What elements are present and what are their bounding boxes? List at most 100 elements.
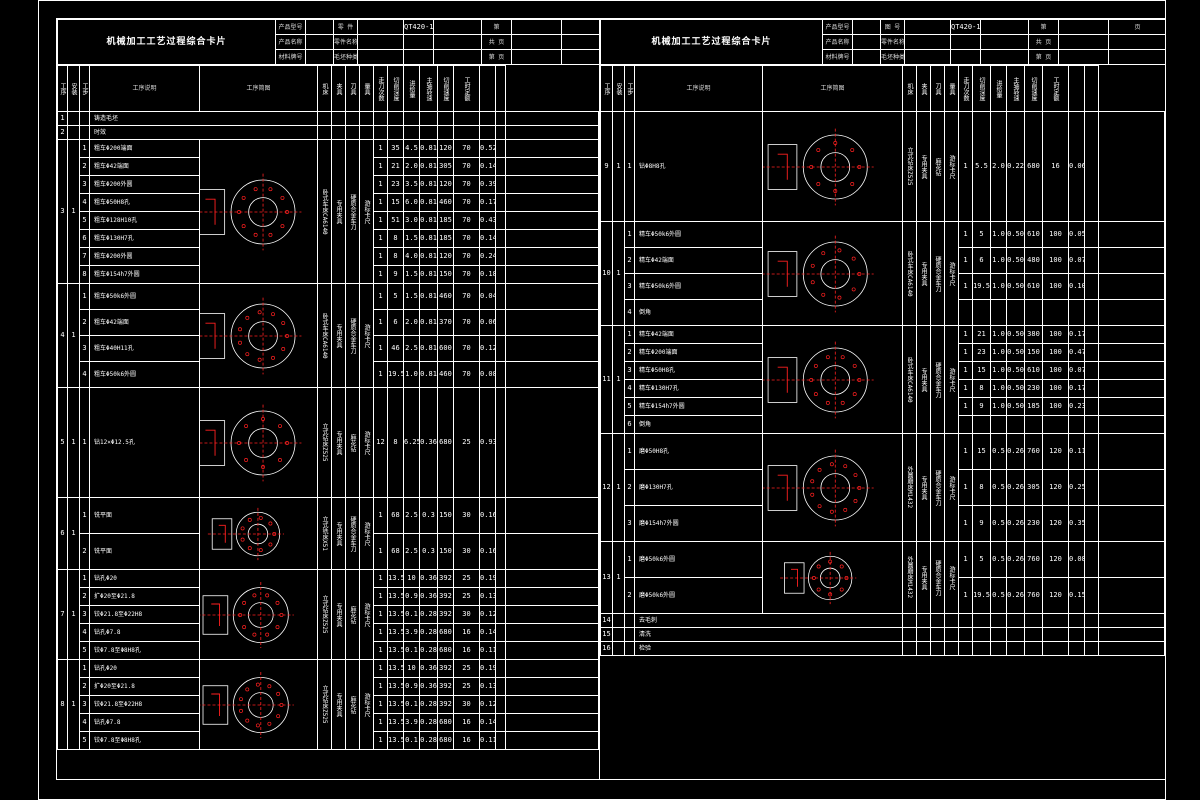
param-value: 0.81 <box>419 283 438 310</box>
step-number: 3 <box>79 695 90 714</box>
step-description: 磨Φ50k6外圆 <box>634 541 763 578</box>
param-value <box>1006 613 1025 628</box>
col-velocity: 切削速度 <box>1024 65 1043 112</box>
param-value: 680 <box>437 623 454 642</box>
param-value: 0.162 <box>479 497 496 534</box>
cutting-tool <box>930 641 945 656</box>
param-value: 1 <box>958 221 973 248</box>
param-value: 21 <box>972 325 991 344</box>
param-value: 0.135 <box>479 587 496 606</box>
process-sketch <box>762 433 903 542</box>
param-value <box>1024 627 1043 642</box>
cutting-tool <box>345 125 360 140</box>
param-value: 9 <box>387 265 404 284</box>
fixture: 专用夹具 <box>916 433 931 542</box>
param-value: 8 <box>387 229 404 248</box>
param-value: 16 <box>453 731 480 750</box>
param-value: 1 <box>958 343 973 362</box>
param-value: 1.0 <box>990 247 1007 274</box>
param-value: 0.81 <box>419 175 438 194</box>
step-number: 3 <box>624 361 635 380</box>
param-value: 0.28 <box>419 623 438 642</box>
step-description: 磨Φ50k6外圆 <box>634 577 763 614</box>
param-value: 30 <box>453 533 480 570</box>
machine-tool <box>317 111 332 126</box>
gauge <box>944 627 959 642</box>
param-value: 120 <box>1042 433 1069 470</box>
param-value: 13.5 <box>387 713 404 732</box>
param-value: 19.5 <box>387 361 404 388</box>
param-value: 150 <box>437 497 454 534</box>
param-value <box>479 125 496 140</box>
step-number: 1 <box>624 325 635 344</box>
param-value: 9 <box>972 505 991 542</box>
col-install: 安装 <box>612 65 625 112</box>
param-value: 13.5 <box>387 569 404 588</box>
param-value <box>1006 415 1025 434</box>
step-number: 6 <box>624 415 635 434</box>
cutting-tool: 硬质合金车刀 <box>345 139 360 284</box>
step-description: 粗车Φ50k6外圆 <box>89 361 200 388</box>
param-value: 100 <box>1042 221 1069 248</box>
card-header-left: 机械加工工艺过程综合卡片 产品型号 零 件 QT420-10 第页 产品名称零件… <box>57 19 599 65</box>
param-value: 15 <box>387 193 404 212</box>
param-value <box>419 125 438 140</box>
param-value <box>972 299 991 326</box>
col-process: 工序 <box>600 65 613 112</box>
cutting-tool <box>345 111 360 126</box>
param-value <box>419 111 438 126</box>
step-number: 1 <box>79 387 90 498</box>
param-value: 0.5 <box>990 433 1007 470</box>
param-value: 51 <box>387 211 404 230</box>
fixture: 专用夹具 <box>916 111 931 222</box>
param-value: 0.140 <box>479 229 496 248</box>
machine-tool <box>902 613 917 628</box>
param-value: 0.50 <box>1006 379 1025 398</box>
step-description: 精车Φ50k6外圆 <box>634 221 763 248</box>
step-description: 精车Φ42端面 <box>634 247 763 274</box>
param-value: 680 <box>437 641 454 660</box>
machine-tool <box>902 641 917 656</box>
param-value: 2.0 <box>403 309 420 336</box>
param-value: 1 <box>373 193 388 212</box>
step-number: 8 <box>79 265 90 284</box>
col-cut_depth: 走刀次数 <box>958 65 973 112</box>
param-value: 100 <box>1042 325 1069 344</box>
step-description: 粗车Φ42端面 <box>89 157 200 176</box>
param-value: 305 <box>437 157 454 176</box>
process-sketch <box>199 569 318 660</box>
cutting-tool: 麻花钻 <box>345 659 360 750</box>
step-number: 2 <box>624 343 635 362</box>
gauge: 游标卡尺 <box>359 139 374 284</box>
param-value: 0.086 <box>1068 541 1085 578</box>
process-card-right: 机械加工工艺过程综合卡片 产品型号 图 号 QT420-10 第页 产品名称零件… <box>600 18 1166 780</box>
step-number: 3 <box>624 273 635 300</box>
param-value: 1.0 <box>990 221 1007 248</box>
machine-tool: 立式钻床Z525 <box>317 387 332 498</box>
param-value: 8 <box>387 387 404 498</box>
gauge <box>359 125 374 140</box>
param-value: 392 <box>437 695 454 714</box>
param-value: 70 <box>453 139 480 158</box>
param-value: 70 <box>453 229 480 248</box>
param-value: 0.048 <box>479 283 496 310</box>
param-value: 0.5 <box>990 505 1007 542</box>
param-value: 1 <box>373 211 388 230</box>
col-process: 工序 <box>57 65 68 112</box>
col-time: 工时定额 <box>1042 65 1069 112</box>
process-number: 14 <box>600 613 613 628</box>
param-value: 13.5 <box>387 731 404 750</box>
gauge: 游标卡尺 <box>359 283 374 388</box>
param-value: 150 <box>1024 343 1043 362</box>
param-value: 1.0 <box>990 273 1007 300</box>
param-value: 0.81 <box>419 193 438 212</box>
param-value: 25 <box>453 387 480 498</box>
process-number: 9 <box>600 111 613 222</box>
param-value: 0.140 <box>479 713 496 732</box>
param-value <box>958 299 973 326</box>
param-value: 460 <box>437 283 454 310</box>
